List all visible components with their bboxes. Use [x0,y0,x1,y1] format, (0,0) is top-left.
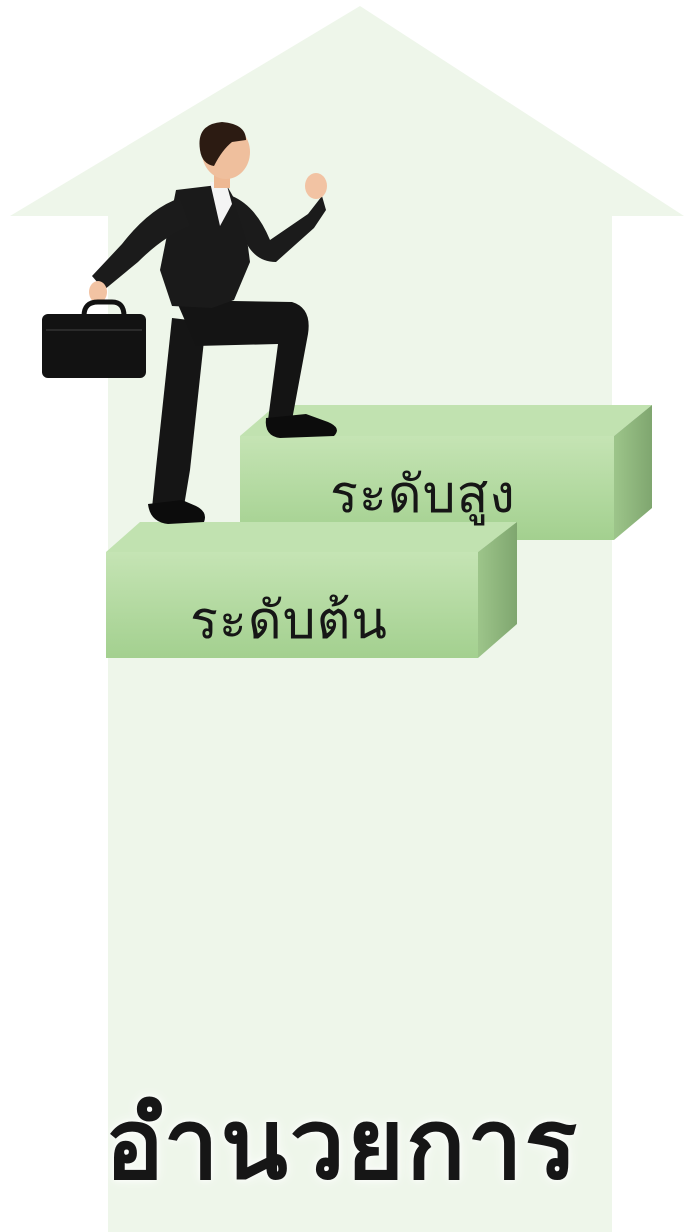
step-low-label: ระดับต้น [190,578,388,661]
step-high-label: ระดับสูง [330,452,516,535]
diagram-title: อำนวยการ [0,1066,684,1222]
